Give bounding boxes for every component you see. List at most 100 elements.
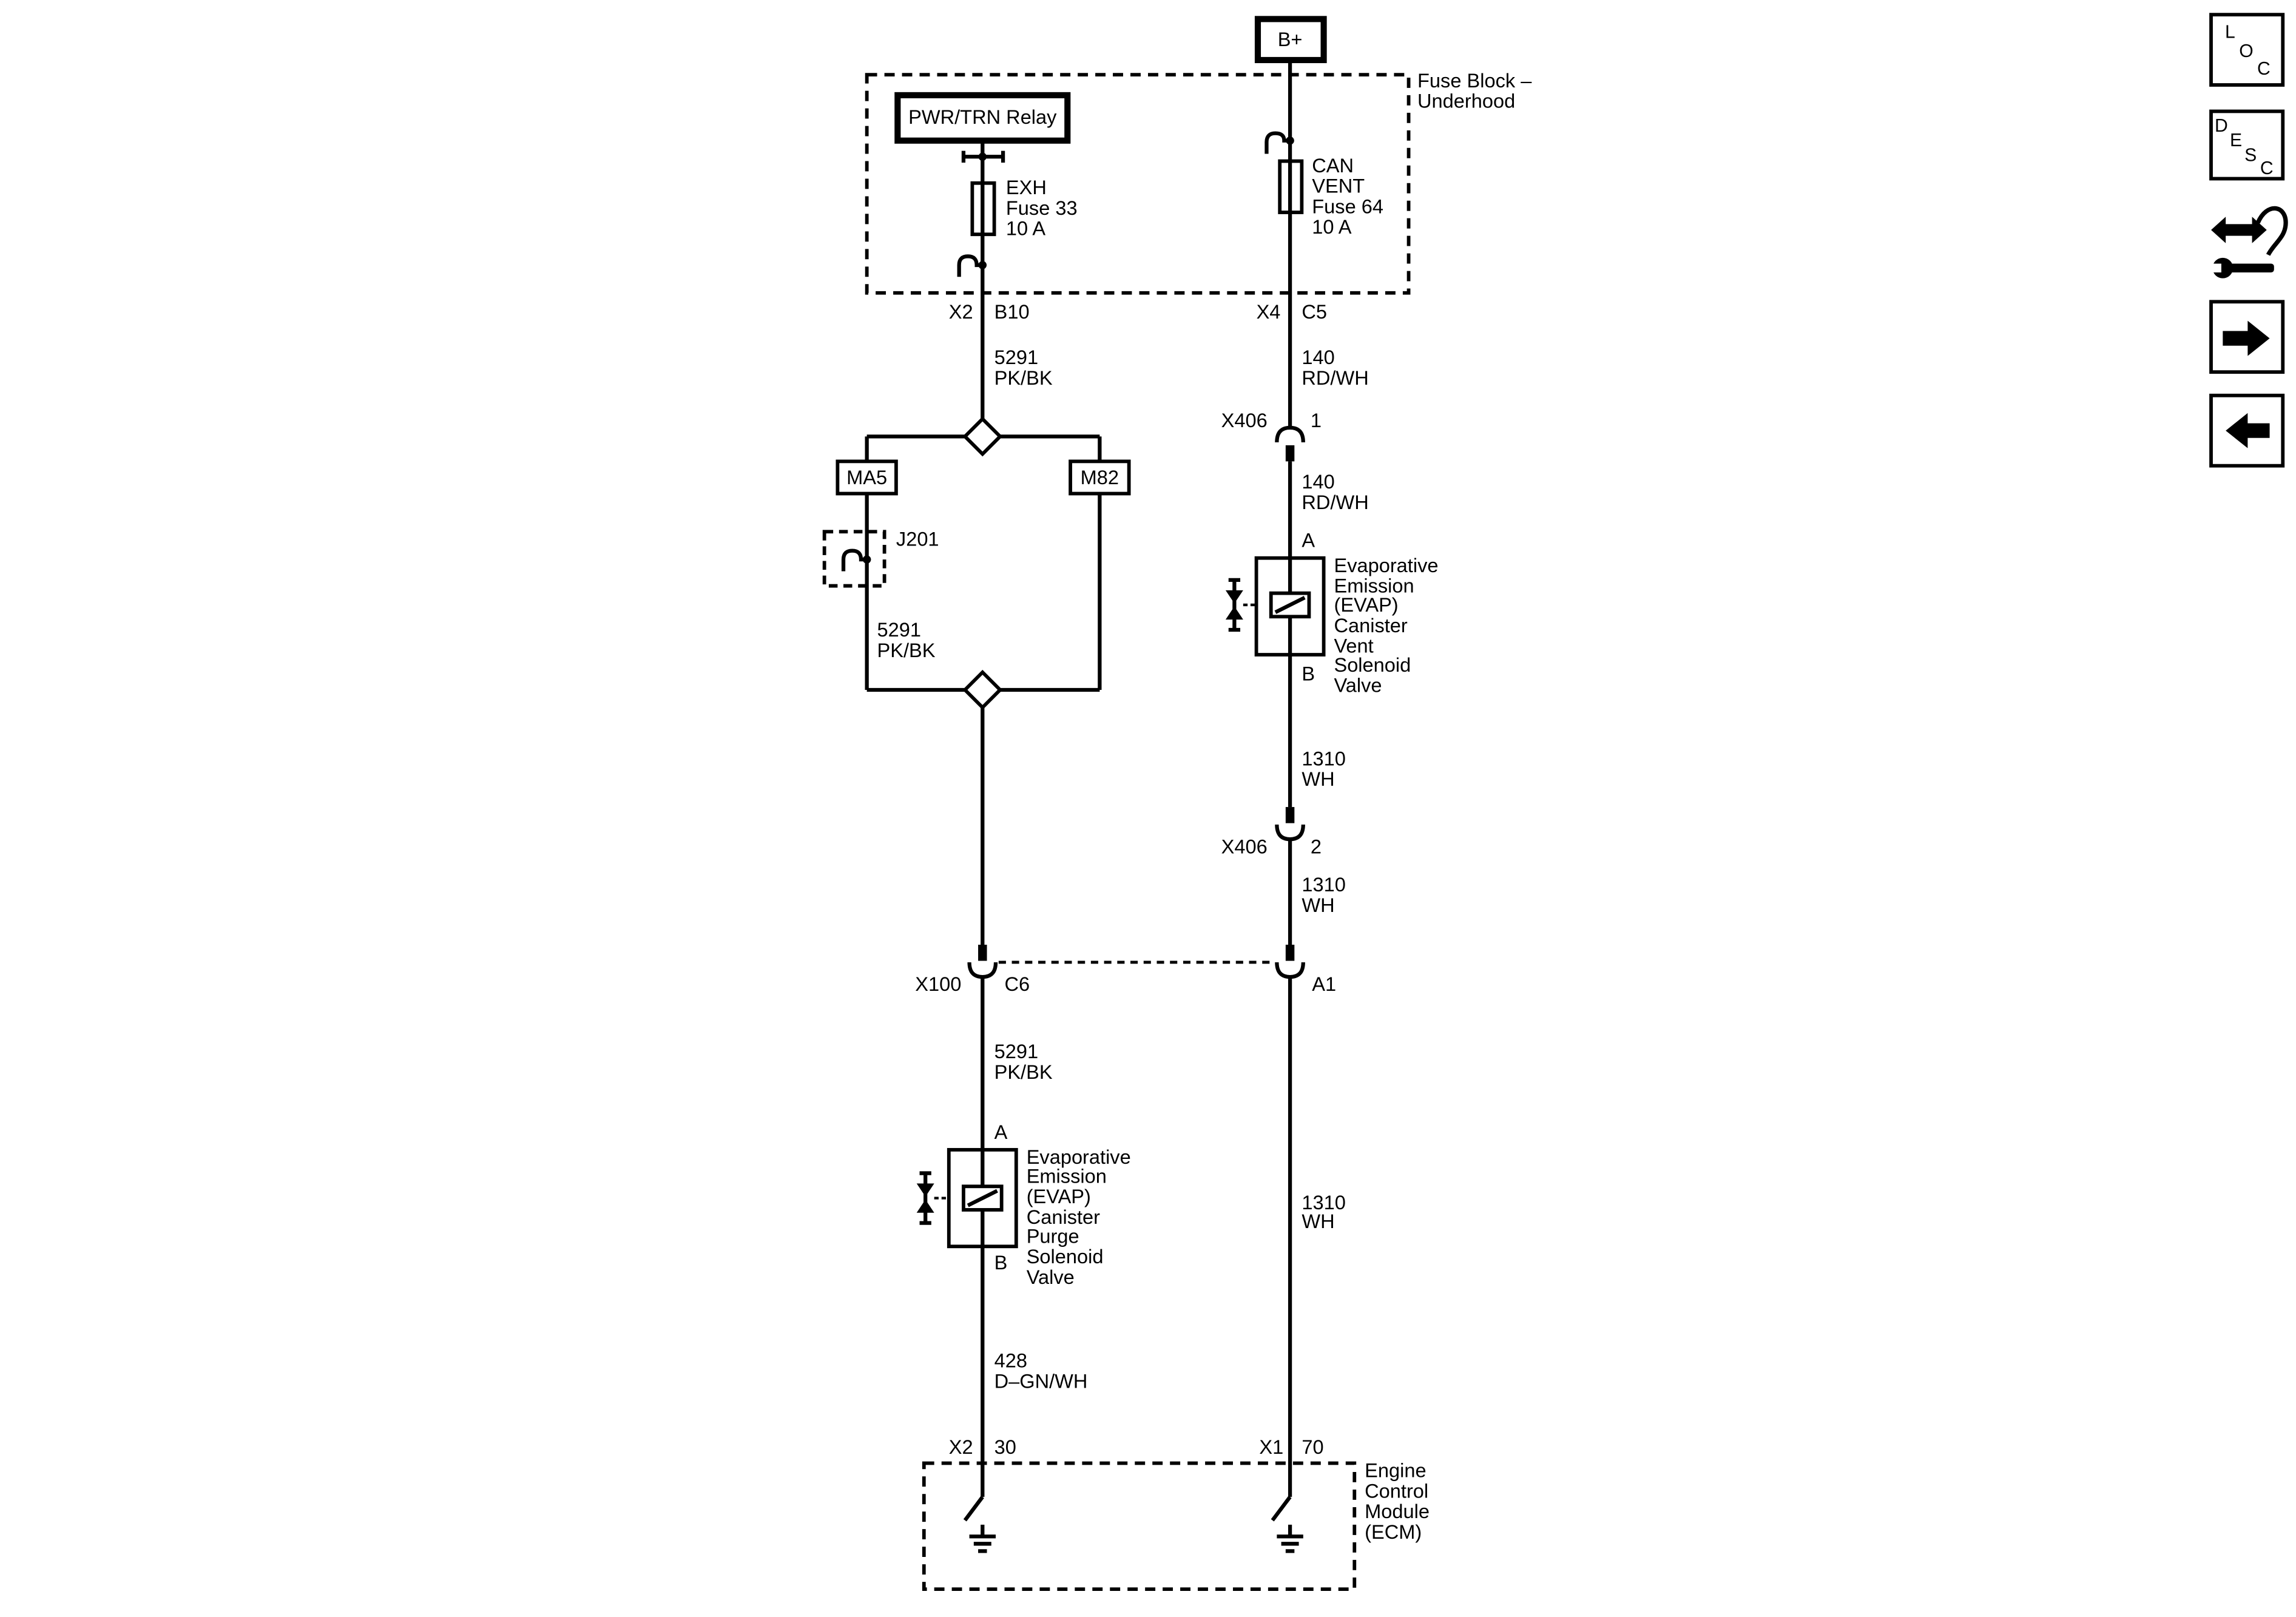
battery-positive-label: B+ [1278, 29, 1303, 50]
wire-color-label: WH [1302, 768, 1334, 790]
relay-box [894, 92, 1071, 144]
relay-output-terminal-icon [961, 140, 1005, 163]
component-name-label: Emission [1027, 1165, 1107, 1187]
arrow-left-icon [2226, 413, 2270, 448]
fuse-name-label: EXH [1006, 177, 1047, 198]
pin-label: 70 [1302, 1436, 1323, 1458]
location-icon-letter: L [2225, 22, 2235, 42]
inline-connector-x100: X100 C6 A1 [915, 944, 1336, 995]
wiring-repair-button[interactable] [2205, 199, 2290, 284]
evap-canister-purge-solenoid-valve: A B Evaporative Emission (EVAP) Canister… [916, 1121, 1131, 1288]
next-page-button[interactable] [2209, 300, 2285, 374]
battery-positive-source: B+ [1254, 16, 1327, 64]
pin-label: B10 [994, 301, 1030, 323]
component-name-label: Valve [1334, 675, 1382, 697]
description-icon-letter: E [2230, 130, 2242, 150]
pin-label: C6 [1005, 973, 1030, 995]
splice-pack-m82: M82 [1069, 459, 1131, 496]
fuse-block-outline [865, 73, 1411, 295]
jumper-outline [822, 530, 886, 588]
arrow-right-icon [2223, 320, 2270, 356]
wire-color-label: RD/WH [1302, 491, 1368, 513]
component-name-label: Canister [1334, 615, 1407, 636]
splice-icon [962, 416, 1003, 457]
component-name-label: Valve [1027, 1266, 1075, 1288]
fuse-number-label: Fuse 64 [1312, 195, 1383, 217]
wire-color-label: PK/BK [877, 640, 936, 661]
can-vent-fuse-circuit: CAN VENT Fuse 64 10 A X4 C5 140 RD/WH [1257, 59, 1383, 428]
connector-name-label: X4 [1257, 301, 1281, 323]
circuit-number-label: 1310 [1302, 748, 1345, 769]
circuit-number-label: 140 [1302, 471, 1334, 493]
splice-pack-label: M82 [1081, 467, 1119, 488]
component-name-label: Emission [1334, 575, 1414, 597]
splice-network: MA5 M82 J201 5291 PK/BK [822, 416, 1131, 945]
engine-control-module: X2 30 X1 70 Engine Control Module (ECM) [922, 1436, 1430, 1592]
component-name-label: Canister [1027, 1206, 1100, 1228]
splice-pack-label: MA5 [846, 467, 887, 488]
pin-label: C5 [1302, 301, 1327, 323]
component-name-label: (EVAP) [1027, 1186, 1091, 1207]
circuit-number-label: 5291 [877, 619, 921, 641]
pin-label: A [1302, 530, 1315, 552]
previous-page-button[interactable] [2209, 393, 2285, 468]
fuse-block-underhood: Fuse Block – Underhood [865, 70, 1532, 295]
component-name-label: (ECM) [1365, 1521, 1422, 1543]
component-name-label: Engine [1365, 1460, 1426, 1482]
description-icon-letter: D [2215, 116, 2228, 136]
valve-actuator-icon [916, 1171, 949, 1225]
male-terminal-icon [978, 944, 987, 961]
pin-label: 30 [994, 1436, 1016, 1458]
connector-name-label: X2 [949, 1436, 973, 1458]
splice-pack-ma5: MA5 [836, 459, 898, 496]
male-terminal-icon [1285, 807, 1295, 823]
relay-label: PWR/TRN Relay [908, 106, 1057, 128]
fuse-block-label: Fuse Block – [1417, 70, 1532, 92]
fuse-rating-label: 10 A [1312, 216, 1351, 238]
wire-color-label: PK/BK [994, 1061, 1053, 1083]
pwr-trn-relay: PWR/TRN Relay [894, 92, 1071, 163]
circuit-number-label: 1310 [1302, 1192, 1345, 1214]
fuse-number-label: Fuse 33 [1006, 197, 1078, 219]
ground-icon [1277, 1524, 1303, 1553]
terminal-hook-icon [841, 549, 867, 572]
exh-fuse-circuit: EXH Fuse 33 10 A X2 B10 5291 PK/BK [949, 157, 1078, 437]
wire-color-label: WH [1302, 1210, 1334, 1232]
pin-label: A [994, 1121, 1008, 1143]
location-icon-letter: C [2257, 59, 2271, 79]
component-name-label: Solenoid [1027, 1246, 1104, 1268]
fuse-name-label: VENT [1312, 175, 1365, 197]
wire-color-label: PK/BK [994, 367, 1053, 389]
fuse-rating-label: 10 A [1006, 218, 1045, 240]
jumper-label: J201 [896, 528, 939, 550]
location-icon-letter: O [2239, 41, 2253, 61]
wire-color-label: RD/WH [1302, 367, 1368, 389]
component-name-label: Evaporative [1027, 1146, 1131, 1168]
description-icon[interactable] [2209, 109, 2285, 181]
evap-canister-vent-solenoid-valve: A B Evaporative Emission (EVAP) Canister… [1225, 530, 1439, 697]
female-terminal-icon [1275, 425, 1305, 443]
location-icon[interactable] [2209, 13, 2285, 87]
pin-label: B [994, 1252, 1008, 1274]
circuit-number-label: 5291 [994, 346, 1038, 368]
fuse-icon [1278, 159, 1304, 214]
valve-actuator-icon [1225, 578, 1257, 632]
wiring-repair-icon [2208, 206, 2288, 279]
circuit-number-label: 5291 [994, 1041, 1038, 1062]
connector-name-label: X1 [1259, 1436, 1283, 1458]
junction-dot [862, 555, 871, 564]
fuse-name-label: CAN [1312, 155, 1354, 177]
pin-label: 1 [1311, 410, 1322, 431]
wire-color-label: D–GN/WH [994, 1370, 1088, 1392]
inline-connector-x406-pin-2: X406 2 [1221, 807, 1322, 857]
terminal-hook-icon [957, 254, 987, 277]
location-button[interactable]: L O C [2209, 13, 2285, 87]
jumper-j201: J201 [822, 528, 939, 588]
description-button[interactable]: D E S C [2209, 109, 2285, 181]
connector-name-label: X406 [1221, 836, 1268, 857]
pin-label: A1 [1312, 973, 1336, 995]
fuse-block-label: Underhood [1417, 90, 1515, 112]
description-icon-letter: C [2260, 158, 2274, 178]
